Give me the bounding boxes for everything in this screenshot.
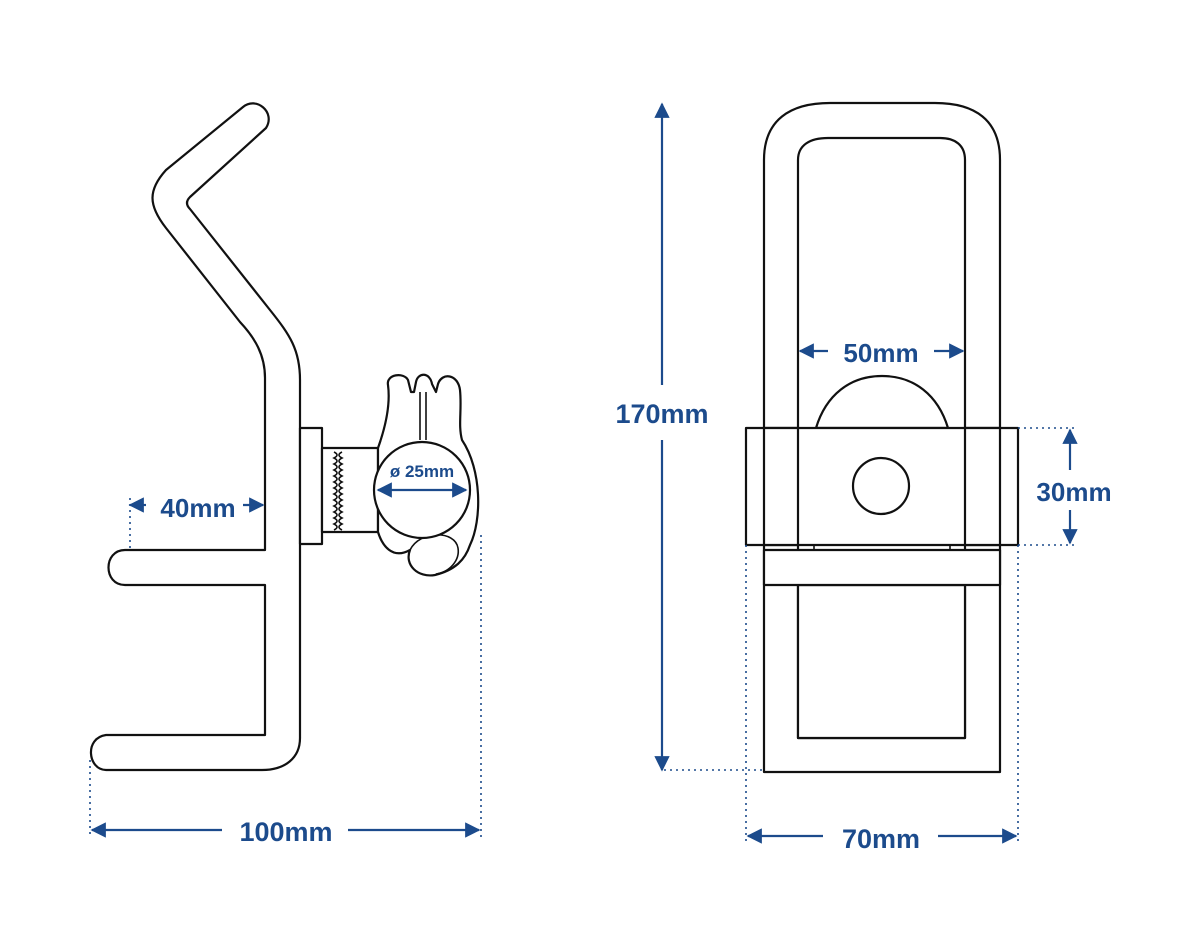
mounting-plate xyxy=(298,426,324,546)
bolt-head xyxy=(851,456,911,516)
hook-dimension: 40mm xyxy=(128,493,265,548)
hook-label: 40mm xyxy=(160,493,235,523)
inner-width-dimension: 50mm xyxy=(798,338,965,368)
width-label: 70mm xyxy=(842,824,920,854)
bottom-window xyxy=(796,583,967,740)
width-dimension: 70mm xyxy=(745,545,1019,854)
hook-rod-outline xyxy=(89,102,302,772)
height-dimension: 170mm xyxy=(615,102,762,772)
hook-loop xyxy=(762,101,1002,774)
clamp-neck xyxy=(320,446,380,534)
crossbar xyxy=(762,548,1002,587)
clamp-dome xyxy=(814,374,950,430)
clamp-diameter-label: ø 25mm xyxy=(390,462,454,481)
side-view: 100mm 40mm ø 25mm xyxy=(89,102,482,847)
clamp-slot xyxy=(419,392,427,440)
left-arm xyxy=(762,426,800,547)
depth-dimension: 100mm xyxy=(89,535,482,847)
inner-width-label: 50mm xyxy=(843,338,918,368)
depth-label: 100mm xyxy=(239,817,332,847)
right-arm xyxy=(963,426,1002,547)
clamp-diameter-dimension: ø 25mm xyxy=(376,462,468,498)
plate-height-dimension: 30mm xyxy=(1018,427,1112,546)
height-label: 170mm xyxy=(615,399,708,429)
clamp-teeth xyxy=(332,451,344,531)
front-view: 170mm 70mm 50mm 30mm xyxy=(615,101,1112,854)
plate-height-label: 30mm xyxy=(1036,477,1111,507)
